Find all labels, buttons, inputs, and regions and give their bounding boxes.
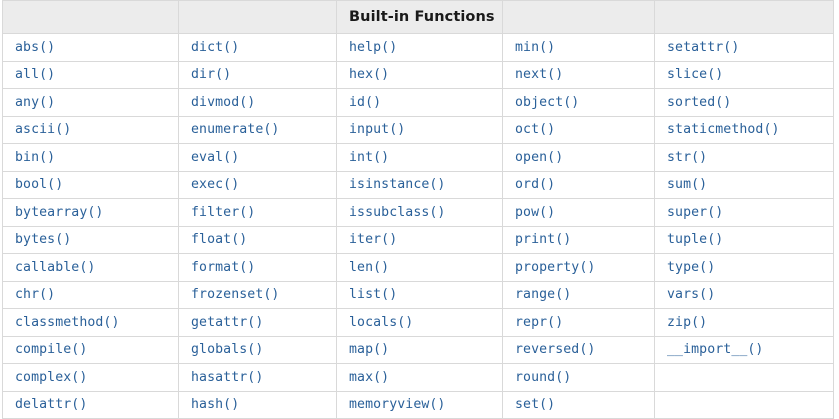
function-cell[interactable]: ascii() bbox=[2, 116, 179, 144]
table-header-cell-blank bbox=[654, 0, 834, 34]
function-cell[interactable]: complex() bbox=[2, 363, 179, 392]
function-cell[interactable]: abs() bbox=[2, 33, 179, 62]
function-cell[interactable]: id() bbox=[336, 88, 503, 117]
function-cell[interactable]: next() bbox=[502, 61, 655, 89]
function-cell[interactable]: issubclass() bbox=[336, 198, 503, 227]
function-cell[interactable]: print() bbox=[502, 226, 655, 254]
function-cell[interactable]: bool() bbox=[2, 171, 179, 199]
function-cell[interactable]: bin() bbox=[2, 143, 179, 172]
function-cell[interactable]: classmethod() bbox=[2, 308, 179, 337]
function-cell[interactable]: range() bbox=[502, 281, 655, 309]
function-cell[interactable]: __import__() bbox=[654, 336, 834, 364]
function-cell[interactable]: ord() bbox=[502, 171, 655, 199]
table-row: bytearray()filter()issubclass()pow()supe… bbox=[2, 198, 834, 227]
table-row: compile()globals()map()reversed()__impor… bbox=[2, 336, 834, 364]
function-cell[interactable]: help() bbox=[336, 33, 503, 62]
function-cell[interactable]: vars() bbox=[654, 281, 834, 309]
function-cell[interactable]: oct() bbox=[502, 116, 655, 144]
function-cell[interactable]: dir() bbox=[178, 61, 337, 89]
table-header-cell-blank bbox=[178, 0, 337, 34]
function-cell[interactable]: slice() bbox=[654, 61, 834, 89]
function-cell[interactable]: sorted() bbox=[654, 88, 834, 117]
function-cell-empty bbox=[654, 363, 834, 392]
function-cell[interactable]: input() bbox=[336, 116, 503, 144]
function-cell[interactable]: filter() bbox=[178, 198, 337, 227]
function-cell[interactable]: max() bbox=[336, 363, 503, 392]
function-cell[interactable]: iter() bbox=[336, 226, 503, 254]
function-cell[interactable]: setattr() bbox=[654, 33, 834, 62]
function-cell[interactable]: compile() bbox=[2, 336, 179, 364]
table-row: abs()dict()help()min()setattr() bbox=[2, 33, 834, 62]
function-cell[interactable]: float() bbox=[178, 226, 337, 254]
function-cell[interactable]: zip() bbox=[654, 308, 834, 337]
function-cell[interactable]: int() bbox=[336, 143, 503, 172]
function-cell[interactable]: type() bbox=[654, 253, 834, 282]
table-row: all()dir()hex()next()slice() bbox=[2, 61, 834, 89]
function-cell[interactable]: all() bbox=[2, 61, 179, 89]
table-row: bin()eval()int()open()str() bbox=[2, 143, 834, 172]
function-cell[interactable]: hex() bbox=[336, 61, 503, 89]
function-cell[interactable]: repr() bbox=[502, 308, 655, 337]
function-cell[interactable]: round() bbox=[502, 363, 655, 392]
table-row: classmethod()getattr()locals()repr()zip(… bbox=[2, 308, 834, 337]
function-cell[interactable]: delattr() bbox=[2, 391, 179, 419]
table-header: Built-in Functions bbox=[2, 0, 834, 34]
function-cell[interactable]: dict() bbox=[178, 33, 337, 62]
function-cell[interactable]: tuple() bbox=[654, 226, 834, 254]
table-header-cell-blank bbox=[2, 0, 179, 34]
function-cell[interactable]: hash() bbox=[178, 391, 337, 419]
function-cell[interactable]: divmod() bbox=[178, 88, 337, 117]
function-cell[interactable]: str() bbox=[654, 143, 834, 172]
table-row: ascii()enumerate()input()oct()staticmeth… bbox=[2, 116, 834, 144]
function-cell[interactable]: isinstance() bbox=[336, 171, 503, 199]
function-cell[interactable]: staticmethod() bbox=[654, 116, 834, 144]
function-cell[interactable]: format() bbox=[178, 253, 337, 282]
function-cell[interactable]: reversed() bbox=[502, 336, 655, 364]
function-cell[interactable]: sum() bbox=[654, 171, 834, 199]
table-body: abs()dict()help()min()setattr()all()dir(… bbox=[2, 33, 834, 419]
function-cell[interactable]: eval() bbox=[178, 143, 337, 172]
function-cell[interactable]: object() bbox=[502, 88, 655, 117]
table-title: Built-in Functions bbox=[336, 0, 503, 34]
table-row: bytes()float()iter()print()tuple() bbox=[2, 226, 834, 254]
table-row: complex()hasattr()max()round() bbox=[2, 363, 834, 392]
function-cell[interactable]: hasattr() bbox=[178, 363, 337, 392]
table-row: bool()exec()isinstance()ord()sum() bbox=[2, 171, 834, 199]
function-cell-empty bbox=[654, 391, 834, 419]
function-cell[interactable]: len() bbox=[336, 253, 503, 282]
function-cell[interactable]: enumerate() bbox=[178, 116, 337, 144]
function-cell[interactable]: bytes() bbox=[2, 226, 179, 254]
function-cell[interactable]: list() bbox=[336, 281, 503, 309]
table-row: chr()frozenset()list()range()vars() bbox=[2, 281, 834, 309]
table-header-cell-blank bbox=[502, 0, 655, 34]
function-cell[interactable]: property() bbox=[502, 253, 655, 282]
function-cell[interactable]: exec() bbox=[178, 171, 337, 199]
function-cell[interactable]: set() bbox=[502, 391, 655, 419]
function-cell[interactable]: min() bbox=[502, 33, 655, 62]
function-cell[interactable]: getattr() bbox=[178, 308, 337, 337]
function-cell[interactable]: frozenset() bbox=[178, 281, 337, 309]
function-cell[interactable]: callable() bbox=[2, 253, 179, 282]
function-cell[interactable]: globals() bbox=[178, 336, 337, 364]
function-cell[interactable]: memoryview() bbox=[336, 391, 503, 419]
function-cell[interactable]: pow() bbox=[502, 198, 655, 227]
function-cell[interactable]: open() bbox=[502, 143, 655, 172]
function-cell[interactable]: bytearray() bbox=[2, 198, 179, 227]
function-cell[interactable]: chr() bbox=[2, 281, 179, 309]
function-cell[interactable]: locals() bbox=[336, 308, 503, 337]
table-header-row: Built-in Functions bbox=[2, 0, 834, 34]
table-row: delattr()hash()memoryview()set() bbox=[2, 391, 834, 419]
table-row: any()divmod()id()object()sorted() bbox=[2, 88, 834, 117]
function-cell[interactable]: map() bbox=[336, 336, 503, 364]
table-row: callable()format()len()property()type() bbox=[2, 253, 834, 282]
function-cell[interactable]: any() bbox=[2, 88, 179, 117]
function-cell[interactable]: super() bbox=[654, 198, 834, 227]
